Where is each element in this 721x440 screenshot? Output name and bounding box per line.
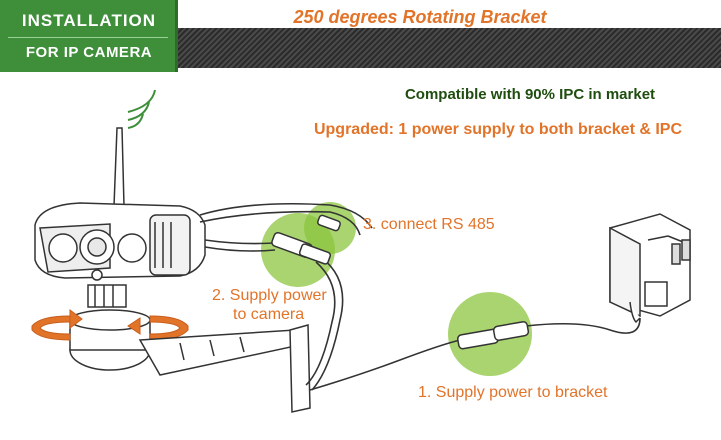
camera-lens-group: [48, 229, 147, 281]
step-3-label: 3. connect RS 485: [363, 216, 495, 233]
installation-badge: INSTALLATION FOR IP CAMERA: [0, 0, 178, 72]
rs485-connector: [317, 214, 341, 232]
antenna-icon: [113, 127, 125, 207]
badge-divider: [8, 37, 168, 38]
camera-mount: [87, 284, 127, 308]
power-adapter-icon: [609, 213, 691, 324]
compatibility-note: Compatible with 90% IPC in market: [404, 86, 656, 103]
rotation-arrow-icon: [31, 309, 189, 341]
camera-power-connector: [271, 231, 332, 265]
badge-title: INSTALLATION: [21, 11, 157, 30]
cables: [199, 202, 641, 391]
bracket-power-connector: [456, 321, 530, 350]
wifi-signal-icon: [127, 89, 156, 129]
upgrade-note: Upgraded: 1 power supply to both bracket…: [313, 121, 683, 138]
step-2-label: 2. Supply power: [212, 287, 327, 304]
wall-mount-plate: [289, 324, 311, 413]
step-1-label: 1. Supply power to bracket: [418, 384, 608, 401]
step-2-label-continued: to camera: [233, 306, 305, 323]
product-heading: 250 degrees Rotating Bracket: [293, 7, 547, 27]
badge-subtitle: FOR IP CAMERA: [25, 44, 153, 61]
striped-header-band: [170, 28, 721, 68]
